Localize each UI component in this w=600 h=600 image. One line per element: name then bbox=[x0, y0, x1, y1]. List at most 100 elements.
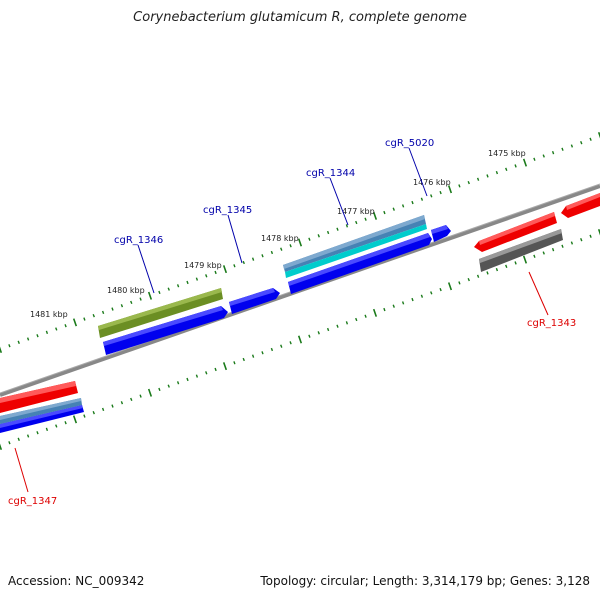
forward-genes bbox=[0, 215, 451, 433]
upper-tick bbox=[8, 344, 11, 348]
upper-tick bbox=[533, 157, 536, 161]
lower-tick bbox=[364, 314, 367, 318]
upper-tick bbox=[17, 340, 20, 345]
label-leaders bbox=[14, 147, 549, 493]
gene-block-red-1347[interactable] bbox=[0, 381, 78, 413]
lower-tick bbox=[261, 351, 264, 355]
upper-tick bbox=[92, 314, 95, 318]
kbp-label-1479: 1479 kbp bbox=[184, 261, 222, 270]
lower-tick bbox=[64, 421, 67, 425]
gene-label-cgR_1343[interactable]: cgR_1343 bbox=[527, 318, 576, 329]
lower-tick bbox=[326, 327, 330, 332]
gene-block-olive[interactable] bbox=[98, 288, 223, 338]
lower-tick bbox=[430, 291, 433, 295]
upper-tick bbox=[336, 227, 339, 231]
gene-block-steelblue-left[interactable] bbox=[0, 398, 82, 424]
kbp-label-1481: 1481 kbp bbox=[30, 310, 68, 319]
upper-tick bbox=[64, 324, 67, 328]
gene-block-blue-1346[interactable] bbox=[103, 306, 228, 355]
lower-tick bbox=[111, 404, 114, 408]
gene-block-red-1343[interactable] bbox=[474, 212, 557, 252]
gene-block-steelblue-1344[interactable] bbox=[283, 215, 426, 272]
upper-tick bbox=[345, 224, 349, 228]
upper-tick bbox=[139, 297, 142, 301]
upper-tick bbox=[447, 185, 453, 194]
lower-tick bbox=[92, 411, 95, 415]
lower-tick bbox=[8, 441, 11, 445]
upper-tick bbox=[158, 290, 161, 295]
upper-tick bbox=[317, 234, 320, 238]
lower-tick bbox=[401, 301, 405, 305]
upper-tick bbox=[195, 277, 199, 281]
lower-tick bbox=[120, 401, 124, 405]
lower-tick bbox=[551, 247, 555, 252]
lower-tick bbox=[589, 234, 592, 238]
gene-block-blue-1345[interactable] bbox=[229, 288, 280, 314]
upper-tick bbox=[26, 337, 30, 341]
gene-label-cgR_1344[interactable]: cgR_1344 bbox=[306, 168, 355, 179]
upper-tick bbox=[372, 211, 378, 220]
lower-tick bbox=[214, 367, 217, 372]
upper-tick bbox=[222, 265, 228, 274]
upper-tick bbox=[551, 150, 555, 155]
upper-tick bbox=[514, 164, 517, 168]
upper-tick bbox=[597, 131, 600, 139]
lower-tick bbox=[242, 357, 245, 362]
gene-block-blue-large[interactable] bbox=[288, 233, 432, 294]
lower-tick bbox=[55, 424, 58, 428]
upper-tick bbox=[355, 220, 358, 225]
lower-tick bbox=[233, 361, 236, 365]
gene-block-cyan[interactable] bbox=[285, 224, 427, 278]
lower-tick bbox=[336, 324, 339, 328]
kbp-label-1475: 1475 kbp bbox=[488, 149, 526, 158]
lower-tick bbox=[45, 427, 49, 432]
upper-tick bbox=[233, 264, 236, 268]
gene-block-blue-left[interactable] bbox=[0, 405, 84, 433]
upper-tick bbox=[522, 158, 528, 167]
gene-label-cgR_1346[interactable]: cgR_1346 bbox=[114, 235, 163, 246]
upper-tick bbox=[186, 280, 189, 285]
upper-tick bbox=[486, 174, 489, 178]
lower-tick bbox=[147, 388, 153, 397]
upper-tick bbox=[270, 250, 274, 255]
lower-tick bbox=[251, 354, 255, 358]
gene-label-cgR_5020[interactable]: cgR_5020 bbox=[385, 138, 434, 149]
lower-tick bbox=[533, 254, 536, 258]
upper-tick bbox=[476, 177, 480, 181]
upper-tick bbox=[111, 307, 114, 311]
upper-tick bbox=[0, 346, 3, 354]
upper-tick bbox=[308, 237, 311, 241]
lower-tick bbox=[355, 317, 358, 322]
gene-block-red-right[interactable] bbox=[561, 193, 600, 218]
lower-tick bbox=[289, 341, 292, 345]
upper-tick bbox=[167, 287, 170, 291]
upper-tick bbox=[420, 197, 424, 201]
gene-label-cgR_1347[interactable]: cgR_1347 bbox=[8, 496, 57, 507]
gene-block-blue-5020[interactable] bbox=[431, 225, 451, 242]
kbp-label-1480: 1480 kbp bbox=[107, 286, 145, 295]
upper-tick bbox=[176, 284, 180, 288]
lower-tick bbox=[447, 282, 453, 291]
lower-tick bbox=[420, 294, 424, 298]
lower-tick bbox=[495, 267, 499, 272]
lower-tick bbox=[514, 261, 517, 265]
upper-tick bbox=[261, 254, 264, 258]
lower-tick bbox=[26, 434, 30, 438]
lower-tick bbox=[205, 371, 208, 375]
upper-tick bbox=[589, 137, 592, 141]
lower-tick bbox=[222, 362, 228, 371]
upper-tick bbox=[458, 184, 461, 188]
upper-tick bbox=[120, 304, 124, 308]
gene-label-cgR_1345[interactable]: cgR_1345 bbox=[203, 205, 252, 216]
upper-tick bbox=[401, 204, 405, 208]
lower-tick bbox=[317, 331, 320, 335]
upper-tick bbox=[580, 140, 583, 145]
lower-tick bbox=[36, 431, 39, 435]
lower-tick bbox=[101, 407, 105, 412]
lower-tick bbox=[458, 281, 461, 285]
lower-tick bbox=[486, 271, 489, 275]
gene-block-gray[interactable] bbox=[479, 229, 563, 272]
lower-tick bbox=[439, 287, 442, 292]
lower-tick bbox=[570, 241, 574, 245]
